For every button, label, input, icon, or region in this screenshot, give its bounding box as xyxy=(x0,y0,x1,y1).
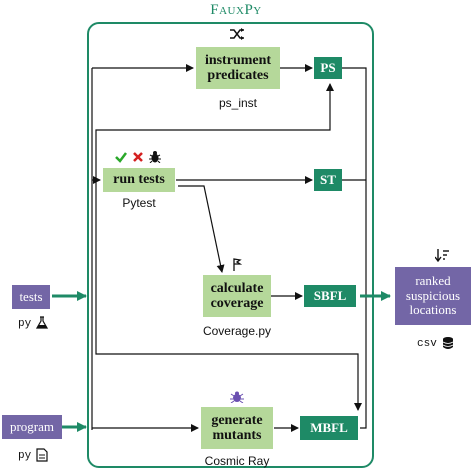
instrument-predicates-step: instrument predicates xyxy=(196,47,280,89)
run-tests-step: run tests xyxy=(103,168,175,192)
check-icon xyxy=(115,152,127,163)
coverage-flag-icon xyxy=(233,258,242,271)
ps-label: PS xyxy=(320,60,336,75)
mbfl-technique: MBFL xyxy=(300,416,358,440)
shuffle-icon xyxy=(230,28,244,40)
program-input-label: program xyxy=(9,418,55,434)
database-icon xyxy=(442,337,454,349)
sort-icon xyxy=(435,249,449,262)
st-label: ST xyxy=(320,172,336,187)
generate-mutants-step: generate mutants xyxy=(201,407,273,449)
cross-icon xyxy=(133,152,143,162)
ranked-locations-output: ranked suspicious locations xyxy=(395,267,471,325)
flask-icon xyxy=(36,316,48,329)
coverage-label-line2: coverage xyxy=(210,296,264,311)
ps-technique: PS xyxy=(314,57,342,79)
document-icon xyxy=(36,448,48,462)
instrument-tool: ps_inst xyxy=(218,96,258,110)
bug-icon xyxy=(149,151,161,163)
tests-input-box: tests xyxy=(12,285,50,309)
program-input-box: program xyxy=(2,415,62,439)
run-tests-tool: Pytest xyxy=(122,196,156,210)
mutants-label-line2: mutants xyxy=(212,428,262,443)
output-line3: locations xyxy=(409,302,457,318)
mutants-tool: Cosmic Ray xyxy=(204,454,270,468)
mutant-bug-icon xyxy=(230,391,244,403)
fauxpy-frame xyxy=(87,22,374,468)
tests-file-type: py xyxy=(18,318,32,330)
output-format: csv xyxy=(417,338,437,350)
calculate-coverage-step: calculate coverage xyxy=(203,275,271,317)
output-line1: ranked xyxy=(415,272,451,288)
st-technique: ST xyxy=(314,169,342,191)
tests-input-label: tests xyxy=(19,288,43,304)
diagram-title: FauxPy xyxy=(210,2,262,18)
instrument-label-line2: predicates xyxy=(207,68,269,83)
mutants-label-line1: generate xyxy=(211,412,263,428)
run-tests-label: run tests xyxy=(113,172,165,188)
program-file-type: py xyxy=(18,450,32,462)
coverage-label-line1: calculate xyxy=(210,280,264,296)
coverage-tool: Coverage.py xyxy=(202,324,272,338)
sbfl-label: SBFL xyxy=(313,288,347,303)
mbfl-label: MBFL xyxy=(310,420,348,435)
instrument-label-line1: instrument xyxy=(204,52,272,68)
output-line2: suspicious xyxy=(405,287,461,303)
sbfl-technique: SBFL xyxy=(304,285,356,307)
